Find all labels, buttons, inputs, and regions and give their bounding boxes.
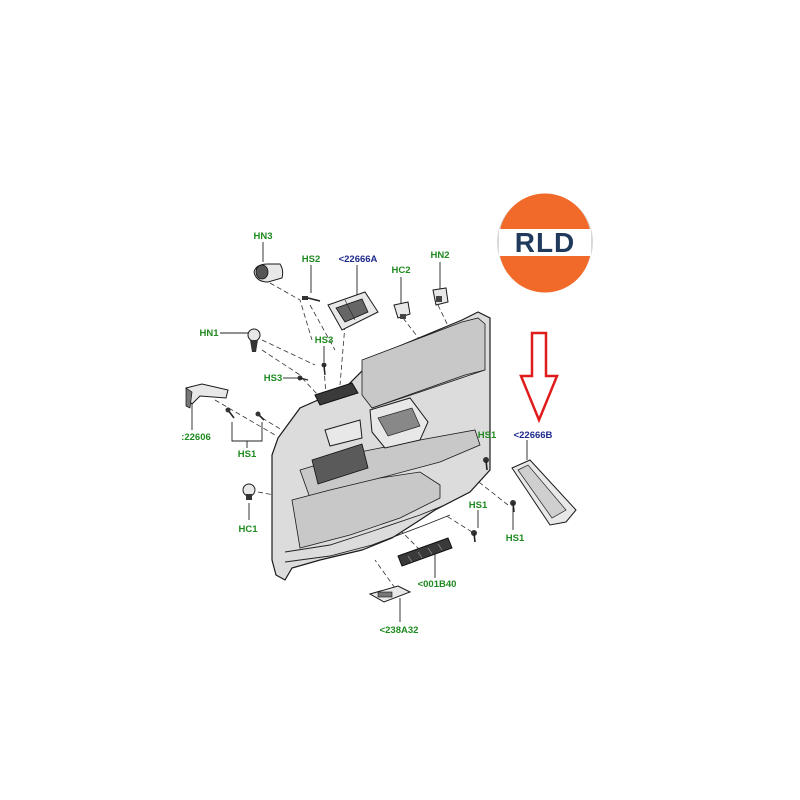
label-hc1: HC1 <box>238 524 258 535</box>
label-hs2: HS2 <box>302 254 320 265</box>
part-hs1-mid-top-screw <box>483 457 489 471</box>
part-001b40-speaker-grille <box>397 537 453 567</box>
red-down-arrow-icon <box>519 331 559 424</box>
label-22666a: <22666A <box>339 254 378 265</box>
part-hs1-left-screws <box>225 407 265 421</box>
label-hn3: HN3 <box>253 231 272 242</box>
label-hs3-top: HS3 <box>315 335 333 346</box>
label-22666b: <22666B <box>514 430 553 441</box>
part-hn3 <box>253 263 284 283</box>
label-hs3-left: HS3 <box>264 373 282 384</box>
door-trim-panel <box>271 311 491 581</box>
label-hs1-right: HS1 <box>506 533 525 544</box>
label-hn2: HN2 <box>430 250 449 261</box>
label-hc2: HC2 <box>391 265 410 276</box>
part-hs3-left-screw <box>297 375 309 381</box>
part-22666b-trim <box>511 459 577 526</box>
label-hs1-mid-bottom: HS1 <box>469 500 488 511</box>
part-238a32-reflector <box>368 585 412 603</box>
part-hc2-clip <box>393 301 411 319</box>
rld-logo: RLD <box>497 193 593 293</box>
part-hs2-screw <box>302 296 321 302</box>
label-238a32: <238A32 <box>380 625 419 636</box>
label-001b40: <001B40 <box>418 579 457 590</box>
part-labels: HN3 HS2 <22666A HC2 HN2 HN1 HS3 HS3 :226… <box>181 231 552 636</box>
part-hc1-clip <box>242 483 256 500</box>
part-22606-bracket <box>185 383 229 409</box>
label-hs1-mid-top: HS1 <box>478 430 497 441</box>
part-hs1-right-screw <box>510 500 516 513</box>
label-22606: :22606 <box>181 432 211 443</box>
logo-text: RLD <box>515 227 576 258</box>
part-22666a-handle-bezel <box>327 291 379 331</box>
part-hn1 <box>247 328 261 352</box>
part-hs1-mid-bottom-screw <box>471 530 477 543</box>
part-hn2 <box>432 287 449 306</box>
part-hs3-top-screw <box>321 362 327 376</box>
label-hs1-left: HS1 <box>238 449 257 460</box>
label-hn1: HN1 <box>199 328 219 339</box>
